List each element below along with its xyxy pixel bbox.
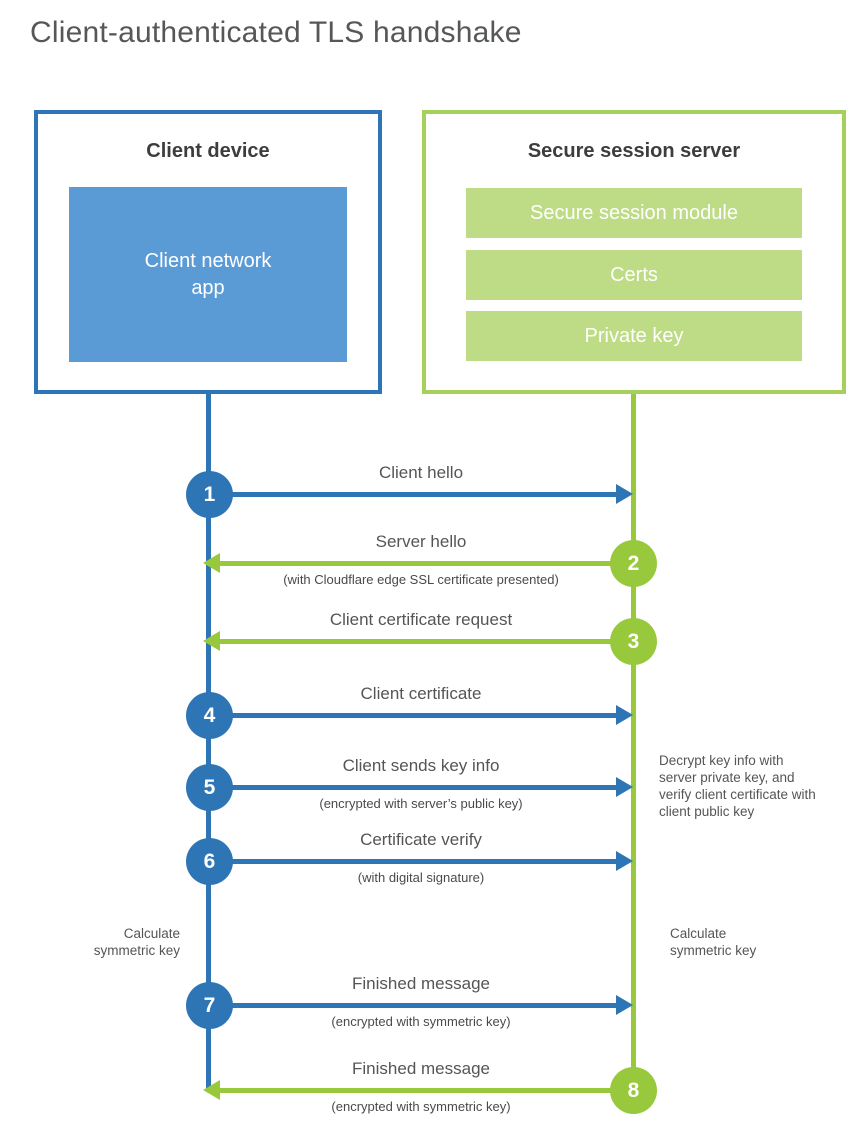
flow-6-label: Certificate verify [360, 830, 482, 849]
step-1-number: 1 [203, 482, 216, 506]
arrow-left-icon [203, 553, 220, 573]
flow-2-label: Server hello [375, 532, 467, 551]
step-3-badge: 3 [610, 618, 657, 665]
flow-8-sublabel: (encrypted with symmetric key) [331, 1099, 511, 1114]
flow-3-label: Client certificate request [329, 610, 513, 629]
flow-7-sublabel: (encrypted with symmetric key) [331, 1014, 511, 1029]
arrow-left-icon [203, 1080, 220, 1100]
server-module-secure-session: Secure session module [466, 188, 802, 238]
step-5-number: 5 [203, 775, 216, 799]
step-6-number: 6 [203, 849, 216, 873]
arrow-line [218, 639, 612, 644]
step-6-badge: 6 [186, 838, 233, 885]
server-module-certs: Certs [466, 250, 802, 300]
arrow-line [231, 713, 619, 718]
step-5-badge: 5 [186, 764, 233, 811]
step-2-badge: 2 [610, 540, 657, 587]
flow-7-label: Finished message [352, 974, 490, 993]
arrow-line [231, 859, 619, 864]
page-title: Client-authenticated TLS handshake [30, 16, 522, 49]
arrow-line [231, 785, 619, 790]
arrow-line [218, 1088, 612, 1093]
arrow-left-icon [203, 631, 220, 651]
decrypt-key-note: Decrypt key info with server private key… [659, 753, 816, 819]
flow-6-sublabel: (with digital signature) [357, 870, 485, 885]
step-8-badge: 8 [610, 1067, 657, 1114]
secure-session-server-box: Secure session server Secure session mod… [422, 110, 846, 394]
client-network-app-box: Client network app [69, 187, 347, 362]
calculate-symmetric-key-server: Calculate symmetric key [670, 926, 757, 958]
arrow-right-icon [616, 995, 633, 1015]
step-2-number: 2 [627, 551, 640, 575]
secure-session-server-title: Secure session server [527, 140, 741, 162]
flow-1-label: Client hello [378, 463, 464, 482]
arrow-right-icon [616, 851, 633, 871]
arrow-right-icon [616, 705, 633, 725]
step-7-number: 7 [203, 993, 216, 1017]
step-1-badge: 1 [186, 471, 233, 518]
client-lifeline [206, 394, 211, 1089]
flow-4-label: Client certificate [360, 684, 482, 703]
arrow-line [231, 492, 619, 497]
calculate-symmetric-key-client: Calculate symmetric key [93, 926, 180, 958]
arrow-right-icon [616, 777, 633, 797]
server-lifeline [631, 394, 636, 1093]
arrow-line [218, 561, 612, 566]
flow-5-label: Client sends key info [342, 756, 500, 775]
flow-5-sublabel: (encrypted with server’s public key) [319, 796, 523, 811]
step-8-number: 8 [627, 1078, 640, 1102]
client-device-title: Client device [146, 140, 270, 162]
client-network-app-label: Client network app [144, 249, 272, 299]
step-4-badge: 4 [186, 692, 233, 739]
flow-8-label: Finished message [352, 1059, 490, 1078]
arrow-right-icon [616, 484, 633, 504]
step-7-badge: 7 [186, 982, 233, 1029]
step-3-number: 3 [627, 629, 640, 653]
arrow-line [231, 1003, 619, 1008]
flow-2-sublabel: (with Cloudflare edge SSL certificate pr… [283, 572, 559, 587]
server-module-private-key: Private key [466, 311, 802, 361]
step-4-number: 4 [203, 703, 216, 727]
client-device-box: Client device Client network app [34, 110, 382, 394]
